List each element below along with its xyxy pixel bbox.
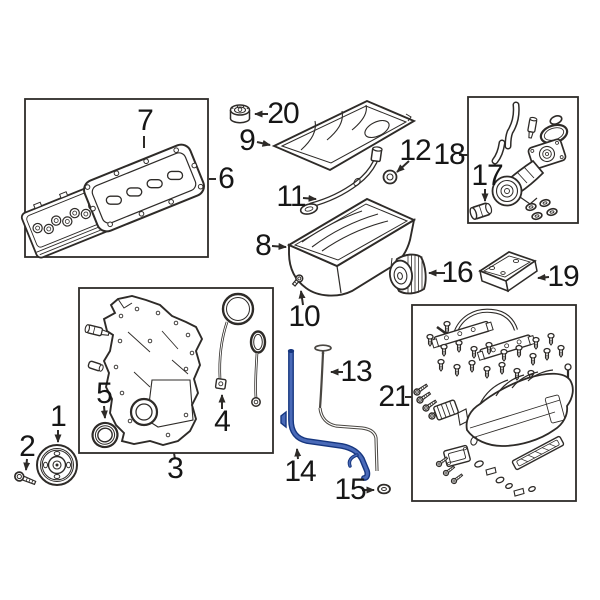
o-ring-15-drawing (377, 483, 391, 495)
callout-8[interactable]: 8 (255, 229, 272, 262)
dipstick-drawing (314, 344, 379, 472)
oil-pan-drawing (286, 197, 417, 297)
intake-manifold-drawing (412, 308, 574, 497)
oil-filter-drawing (389, 253, 427, 295)
kit-box-intake-manifold (411, 304, 577, 502)
timing-cover-gasket-drawing (214, 292, 267, 407)
callout-7[interactable]: 7 (137, 104, 154, 137)
o-ring-12-drawing (382, 169, 398, 185)
kit-box-oil-filter-adapter (467, 96, 579, 224)
callout-5[interactable]: 5 (96, 377, 113, 410)
front-seal-drawing (91, 421, 119, 449)
callout-13[interactable]: 13 (340, 355, 372, 388)
timing-cover-drawing (84, 295, 204, 446)
callout-4[interactable]: 4 (214, 405, 231, 438)
callout-15[interactable]: 15 (334, 473, 366, 506)
oil-pickup-tube-drawing (299, 146, 383, 215)
callout-21[interactable]: 21 (378, 380, 410, 413)
dipstick-tube-highlighted-drawing[interactable] (280, 349, 371, 481)
callout-2[interactable]: 2 (19, 430, 36, 463)
callout-14[interactable]: 14 (284, 455, 316, 488)
callout-11[interactable]: 11 (276, 180, 306, 213)
callout-10[interactable]: 10 (288, 300, 320, 333)
callout-18[interactable]: 18 (433, 138, 465, 171)
callout-17[interactable]: 17 (471, 159, 503, 192)
callout-leader-lines (23, 110, 550, 494)
windage-tray-drawing (271, 99, 417, 172)
adapter-plug-drawing (469, 202, 493, 220)
callout-19[interactable]: 19 (547, 260, 579, 293)
valve-cover-gasket-drawing (83, 143, 205, 233)
oil-filter-adapter-drawing (491, 101, 569, 222)
callout-6[interactable]: 6 (218, 162, 235, 195)
callout-3[interactable]: 3 (167, 452, 184, 485)
oil-filler-cap-drawing (229, 104, 251, 124)
bracket-drawing (478, 251, 538, 293)
crankshaft-pulley-drawing (36, 444, 78, 486)
kit-box-valve-cover (24, 98, 209, 258)
callout-20[interactable]: 20 (267, 97, 299, 130)
callout-16[interactable]: 16 (441, 256, 473, 289)
callout-9[interactable]: 9 (239, 124, 256, 157)
callout-12[interactable]: 12 (399, 134, 431, 167)
pulley-bolt-drawing (14, 471, 37, 486)
kit-box-timing-cover (78, 287, 274, 454)
drain-plug-drawing (291, 274, 304, 287)
callout-1[interactable]: 1 (50, 400, 67, 433)
